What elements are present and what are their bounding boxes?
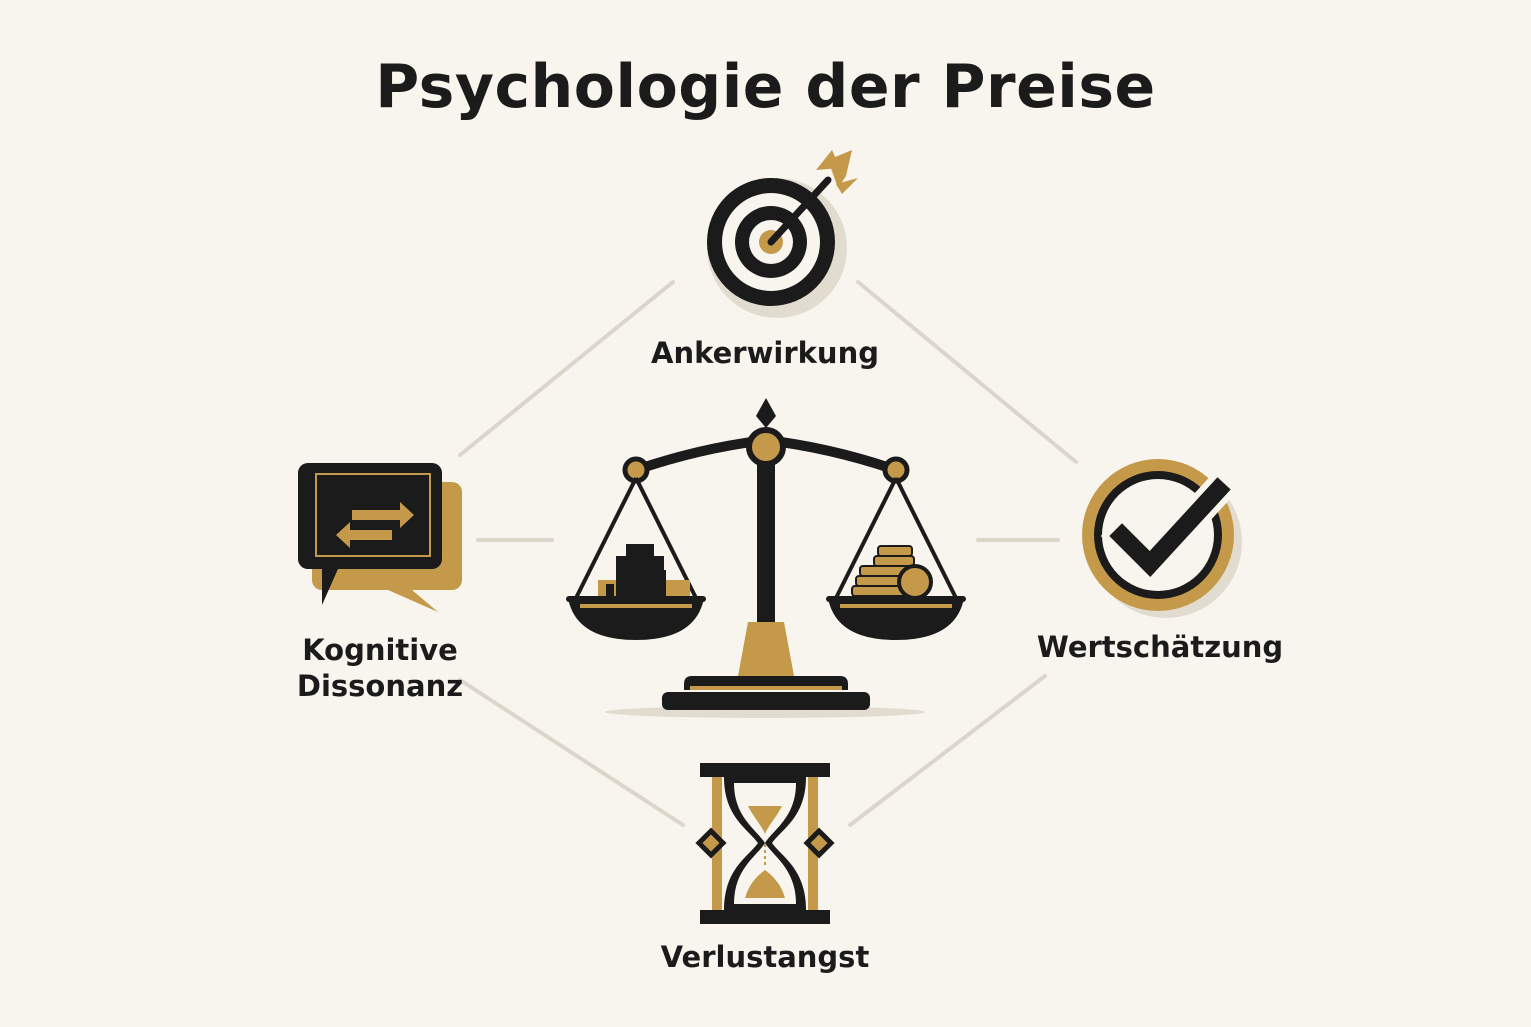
- connector-bottom-left: [458, 678, 685, 827]
- label-kognitive-dissonanz-line1: Kognitive: [302, 633, 458, 667]
- balance-scale-icon: [566, 398, 966, 718]
- label-wertschaetzung: Wertschätzung: [1036, 630, 1284, 664]
- label-verlustangst: Verlustangst: [660, 940, 870, 974]
- page-title: Psychologie der Preise: [375, 52, 1156, 122]
- target-icon: [707, 150, 858, 318]
- connector-top-right: [856, 280, 1078, 464]
- connector-bottom-right: [848, 674, 1047, 827]
- label-kognitive-dissonanz: Kognitive Dissonanz: [230, 632, 530, 704]
- connector-lines: [458, 280, 1078, 827]
- hourglass-icon: [695, 763, 835, 924]
- label-kognitive-dissonanz-line2: Dissonanz: [296, 669, 464, 703]
- label-ankerwirkung: Ankerwirkung: [651, 336, 879, 370]
- connector-top-left: [458, 280, 675, 457]
- checkmark-circle-icon: [1082, 459, 1242, 618]
- chat-exchange-icon: [298, 463, 462, 612]
